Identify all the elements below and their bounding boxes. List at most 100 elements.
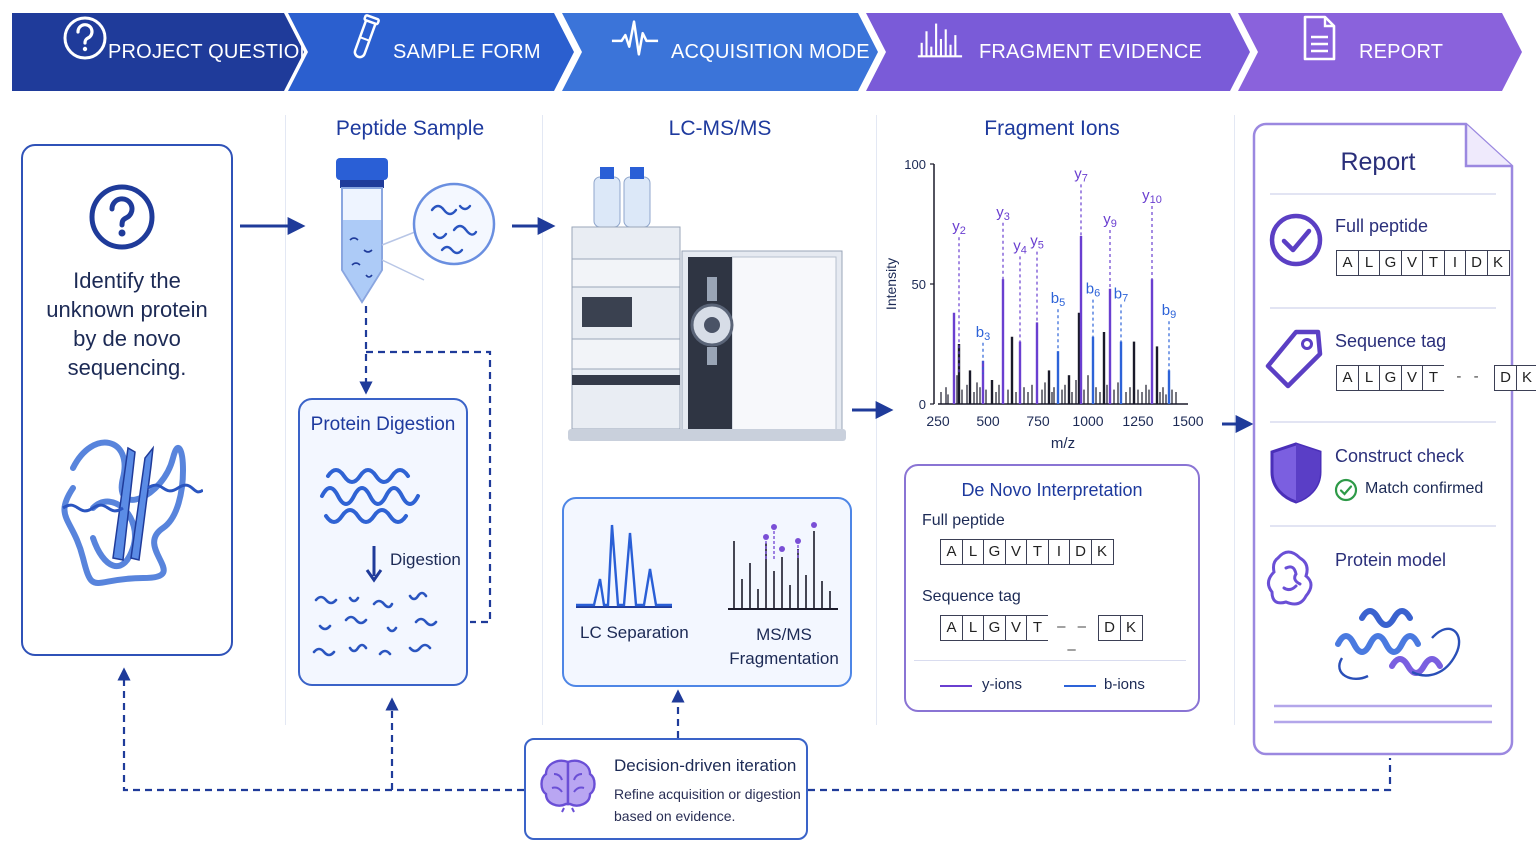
report-title: Report	[1340, 148, 1416, 176]
peak-annotation-label: b3	[976, 324, 990, 343]
residue-cell: D	[1494, 365, 1517, 391]
question-line: Identify the	[73, 268, 181, 293]
residue-cell: V	[1004, 615, 1028, 641]
residue-cell: L	[1357, 365, 1381, 391]
residue-cell: T	[1422, 365, 1445, 391]
residue-cell: T	[1026, 615, 1049, 641]
ion-index: 3	[984, 331, 990, 343]
residue-cell: D	[1069, 539, 1092, 565]
ion-index: 2	[960, 225, 966, 237]
ion-index: 10	[1150, 194, 1162, 206]
interp-tag-label: Sequence tag	[922, 588, 1021, 605]
ion-index: 6	[1094, 288, 1100, 300]
residue-cell: G	[1379, 365, 1402, 391]
ion-letter: b	[1114, 285, 1122, 302]
column-divider	[285, 115, 286, 725]
step-fragment-evidence: FRAGMENT EVIDENCE	[866, 13, 1250, 91]
question-icon	[89, 184, 155, 250]
peak-annotation-label: y3	[996, 204, 1010, 223]
spectrum-peaks	[952, 236, 1171, 404]
peak-annotation-label: y5	[1030, 233, 1044, 252]
protein-ribbon-image	[61, 439, 203, 586]
iteration-title: Decision-driven iteration	[614, 756, 797, 775]
ion-index: 3	[1004, 211, 1010, 223]
fragments-title: Fragment Ions	[984, 117, 1120, 140]
report-tag-label: Sequence tag	[1335, 331, 1447, 351]
question-icon	[63, 16, 107, 60]
msms-label: MS/MS Fragmentation	[724, 623, 844, 671]
ion-letter: y	[1142, 187, 1150, 204]
x-tick-label: 750	[1026, 413, 1050, 429]
question-text: Identify the unknown protein by de novo …	[23, 266, 231, 382]
lc-chromatogram-icon	[576, 524, 672, 608]
protein-digestion-card: Protein Digestion Digestion	[298, 398, 468, 686]
peak-annotation-label: y7	[1074, 165, 1088, 184]
residue-cell: K	[1515, 365, 1536, 391]
msms-line: Fragmentation	[729, 649, 839, 668]
ion-index: 9	[1170, 309, 1176, 321]
step-label: ACQUISITION MODE	[671, 41, 870, 63]
ion-index: 9	[1111, 218, 1117, 230]
ion-index: 4	[1021, 244, 1027, 256]
y-tick-label: 0	[919, 397, 926, 412]
y-tick-label: 100	[904, 157, 926, 172]
digestion-label: Digestion	[390, 550, 461, 569]
residue-cell: A	[940, 539, 963, 565]
brain-icon	[540, 759, 596, 813]
peak-annotation-label: b9	[1162, 302, 1176, 321]
interpretation-title: De Novo Interpretation	[961, 480, 1143, 500]
step-label: PROJECT QUESTION	[108, 41, 315, 63]
ion-index: 7	[1122, 292, 1128, 304]
spectrum-icon	[917, 23, 963, 58]
down-arrow-icon	[365, 546, 383, 583]
residue-cell: D	[1465, 250, 1488, 276]
residue-cell: I	[1047, 539, 1071, 565]
step-label: REPORT	[1359, 41, 1444, 63]
tag-icon	[1265, 329, 1323, 389]
ion-index: 5	[1059, 297, 1065, 309]
lcms-title: LC-MS/MS	[668, 117, 772, 140]
residue-cell: G	[1379, 250, 1402, 276]
peak-annotation-label: y9	[1103, 211, 1117, 230]
ion-letter: y	[1074, 165, 1082, 182]
interp-full-label: Full peptide	[922, 512, 1005, 529]
x-axis-label: m/z	[1051, 435, 1075, 452]
test-tube-icon	[353, 14, 380, 59]
step-label: SAMPLE FORM	[393, 41, 541, 63]
lcms-detail-card: LC Separation MS/MS Fragmentation	[562, 497, 852, 687]
residue-cell: L	[1357, 250, 1381, 276]
legend-y-label: y-ions	[982, 676, 1023, 693]
column-divider	[876, 115, 877, 725]
ion-letter: b	[1051, 290, 1059, 307]
step-project-question: PROJECT QUESTION	[12, 13, 314, 91]
report-check-label: Construct check	[1335, 446, 1465, 466]
residue-cell: V	[1004, 539, 1028, 565]
step-acquisition-mode: ACQUISITION MODE	[562, 13, 878, 91]
question-line: sequencing.	[67, 355, 187, 380]
sample-title: Peptide Sample	[335, 117, 485, 140]
report-full-label: Full peptide	[1335, 216, 1429, 236]
question-line: by de novo	[73, 326, 181, 351]
peak-annotation-label: b7	[1114, 285, 1128, 304]
ion-letter: b	[1162, 302, 1170, 319]
peak-annotation-label: y4	[1013, 237, 1027, 256]
x-tick-label: 1250	[1122, 413, 1153, 429]
checkmark-circle-icon	[1269, 213, 1323, 267]
y-tick-label: 50	[912, 277, 926, 292]
ion-letter: y	[1013, 237, 1021, 254]
legend-divider	[914, 660, 1186, 661]
brain-protein-icon	[1267, 550, 1313, 606]
peptide-fragments-icon	[312, 591, 438, 657]
ion-letter: b	[1086, 281, 1094, 298]
spectrum-minor-peaks	[940, 375, 1177, 404]
residue-cell: A	[940, 615, 963, 641]
report-sheet	[1252, 122, 1514, 756]
shield-icon	[1270, 442, 1322, 504]
